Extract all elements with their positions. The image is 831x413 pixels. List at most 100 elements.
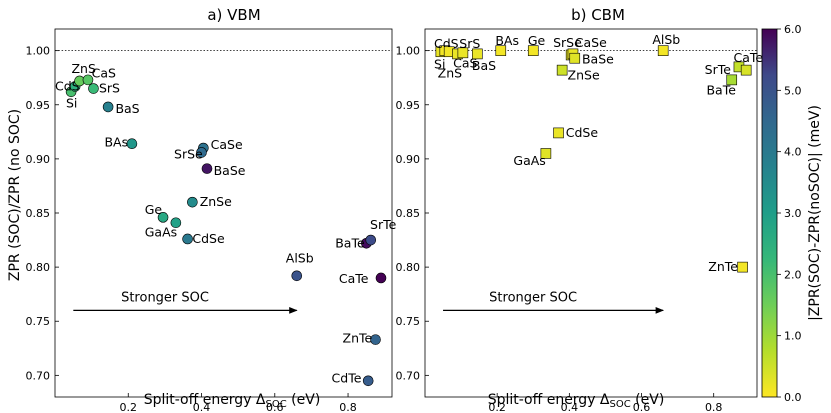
- x-tick-label: 0.6: [633, 401, 651, 413]
- colorbar-tick-label: 4.0: [784, 146, 802, 159]
- colorbar-tick-label: 2.0: [784, 268, 802, 281]
- data-point: [740, 64, 752, 76]
- data-point: [375, 272, 387, 284]
- x-axis-label: Split-off energy ΔSOC (eV): [488, 392, 665, 410]
- point-label: BAs: [104, 135, 128, 150]
- data-point: [495, 45, 507, 56]
- point-label: SrS: [99, 81, 120, 96]
- y-tick-label: 1.00: [26, 45, 51, 58]
- data-point: [362, 375, 374, 387]
- point-label: CaSe: [211, 137, 243, 152]
- point-label: BaS: [472, 58, 496, 73]
- data-point: [726, 74, 738, 86]
- y-tick-label: 0.75: [26, 315, 51, 328]
- x-tick-label: 0.2: [488, 401, 506, 413]
- point-label: CaS: [453, 56, 477, 71]
- y-tick-label: 0.95: [26, 99, 51, 112]
- point-label: Si: [66, 96, 77, 111]
- data-point: [170, 217, 182, 229]
- y-tick-label: 0.70: [396, 369, 421, 382]
- y-tick-label: 0.95: [396, 99, 421, 112]
- cbm-panel: b) CBM Split-off energy ΔSOC (eV) 0.2 0.4…: [396, 6, 764, 413]
- point-label: CaSe: [575, 35, 607, 50]
- x-tick-label: 0.4: [193, 401, 211, 413]
- data-point: [157, 212, 169, 223]
- x-tick-label: 0.4: [561, 401, 579, 413]
- data-point: [527, 45, 539, 56]
- point-label: ZnTe: [708, 259, 738, 274]
- y-tick-label: 1.00: [396, 45, 421, 58]
- soc-arrow-label: Stronger SOC: [121, 290, 209, 305]
- data-point: [553, 127, 564, 139]
- panel-title: b) CBM: [571, 6, 625, 24]
- y-tick-label: 0.85: [396, 207, 421, 220]
- data-point: [737, 261, 748, 273]
- y-tick-label: 0.90: [26, 153, 51, 166]
- point-label: Ge: [528, 33, 546, 48]
- point-label: GaAs: [513, 153, 545, 168]
- data-point: [126, 138, 138, 150]
- point-label: Si: [434, 57, 445, 72]
- point-label: BaSe: [214, 163, 246, 178]
- point-label: SrSe: [174, 147, 203, 162]
- y-tick-label: 0.85: [26, 207, 51, 220]
- data-point: [291, 270, 303, 282]
- data-point: [196, 147, 207, 158]
- data-point: [569, 52, 581, 64]
- point-label: SrS: [459, 36, 480, 51]
- x-axis-label: Split-off energy ΔSOC (eV): [144, 392, 321, 410]
- point-label: ZnSe: [568, 68, 600, 83]
- colorbar: 0.0 1.0 2.0 3.0 4.0 5.0 6.0 |ZPR(SOC)-ZPR(noSO…: [761, 23, 823, 404]
- data-point: [82, 74, 94, 86]
- point-label: ZnSe: [200, 194, 232, 209]
- x-tick-label: 0.8: [339, 401, 357, 413]
- panel-title: a) VBM: [207, 6, 260, 24]
- colorbar-tick-label: 0.0: [784, 391, 802, 404]
- point-label: BaSe: [582, 51, 614, 66]
- colorbar-tick-label: 1.0: [784, 330, 802, 343]
- point-label: GaAs: [145, 224, 177, 239]
- colorbar-tick-label: 5.0: [784, 84, 802, 97]
- colorbar-label: |ZPR(SOC)-ZPR(noSOC)| (meV): [807, 105, 823, 321]
- point-label: AlSb: [286, 250, 314, 265]
- data-point: [201, 163, 213, 174]
- point-label: BaTe: [706, 83, 736, 98]
- data-point: [187, 196, 198, 208]
- y-tick-label: 0.70: [26, 369, 51, 382]
- data-point: [457, 47, 469, 59]
- point-label: SrSe: [553, 35, 582, 50]
- y-tick-label: 0.80: [396, 261, 421, 274]
- point-label: CdSe: [566, 125, 599, 140]
- data-point: [540, 148, 552, 159]
- point-label: CdS: [55, 78, 80, 93]
- data-point: [88, 83, 99, 94]
- colorbar-tick-label: 3.0: [784, 207, 802, 220]
- data-point: [365, 234, 377, 246]
- point-label: SrTe: [370, 217, 397, 232]
- point-label: CdSe: [192, 231, 225, 246]
- point-label: CaTe: [734, 50, 764, 65]
- colorbar-tick-label: 6.0: [784, 23, 802, 36]
- soc-arrow-label: Stronger SOC: [489, 290, 577, 305]
- point-label: BaTe: [335, 235, 365, 250]
- data-point: [182, 233, 193, 245]
- y-tick-label: 0.90: [396, 153, 421, 166]
- colorbar-gradient: [761, 28, 778, 398]
- point-label: CaS: [92, 65, 116, 80]
- colorbar-ticks: 0.0 1.0 2.0 3.0 4.0 5.0 6.0: [777, 23, 802, 404]
- y-axis-label: ZPR (SOC)/ZPR (no SOC): [7, 109, 23, 281]
- point-label: AlSb: [652, 32, 680, 47]
- data-point: [556, 64, 568, 76]
- data-point: [370, 334, 381, 345]
- x-tick-label: 0.8: [705, 401, 723, 413]
- point-label: Ge: [145, 202, 163, 217]
- data-point: [472, 48, 483, 60]
- vbm-panel: a) VBM ZPR (SOC)/ZPR (no SOC) Split-off …: [7, 6, 397, 413]
- point-label: CdTe: [332, 371, 362, 386]
- point-label: ZnTe: [343, 331, 373, 346]
- point-label: CaTe: [339, 271, 369, 286]
- x-tick-label: 0.2: [120, 401, 138, 413]
